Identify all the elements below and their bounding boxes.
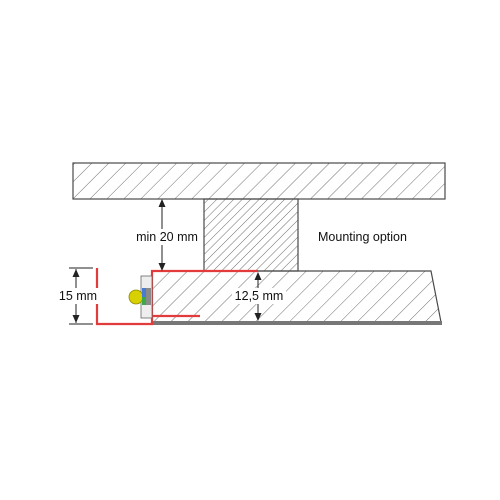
profile-height-label: 15 mm: [59, 289, 97, 303]
mounting-block: [203, 198, 299, 272]
mounting-option-label: Mounting option: [318, 230, 407, 244]
panel-thickness-label: 12,5 mm: [235, 289, 284, 303]
ceiling-slab: [72, 162, 446, 200]
clearance-label: min 20 mm: [136, 230, 198, 244]
led-module: [128, 275, 153, 319]
aluminium-profile: [95, 268, 258, 326]
led-lamp: [128, 289, 144, 305]
panel-shadow: [152, 321, 442, 325]
